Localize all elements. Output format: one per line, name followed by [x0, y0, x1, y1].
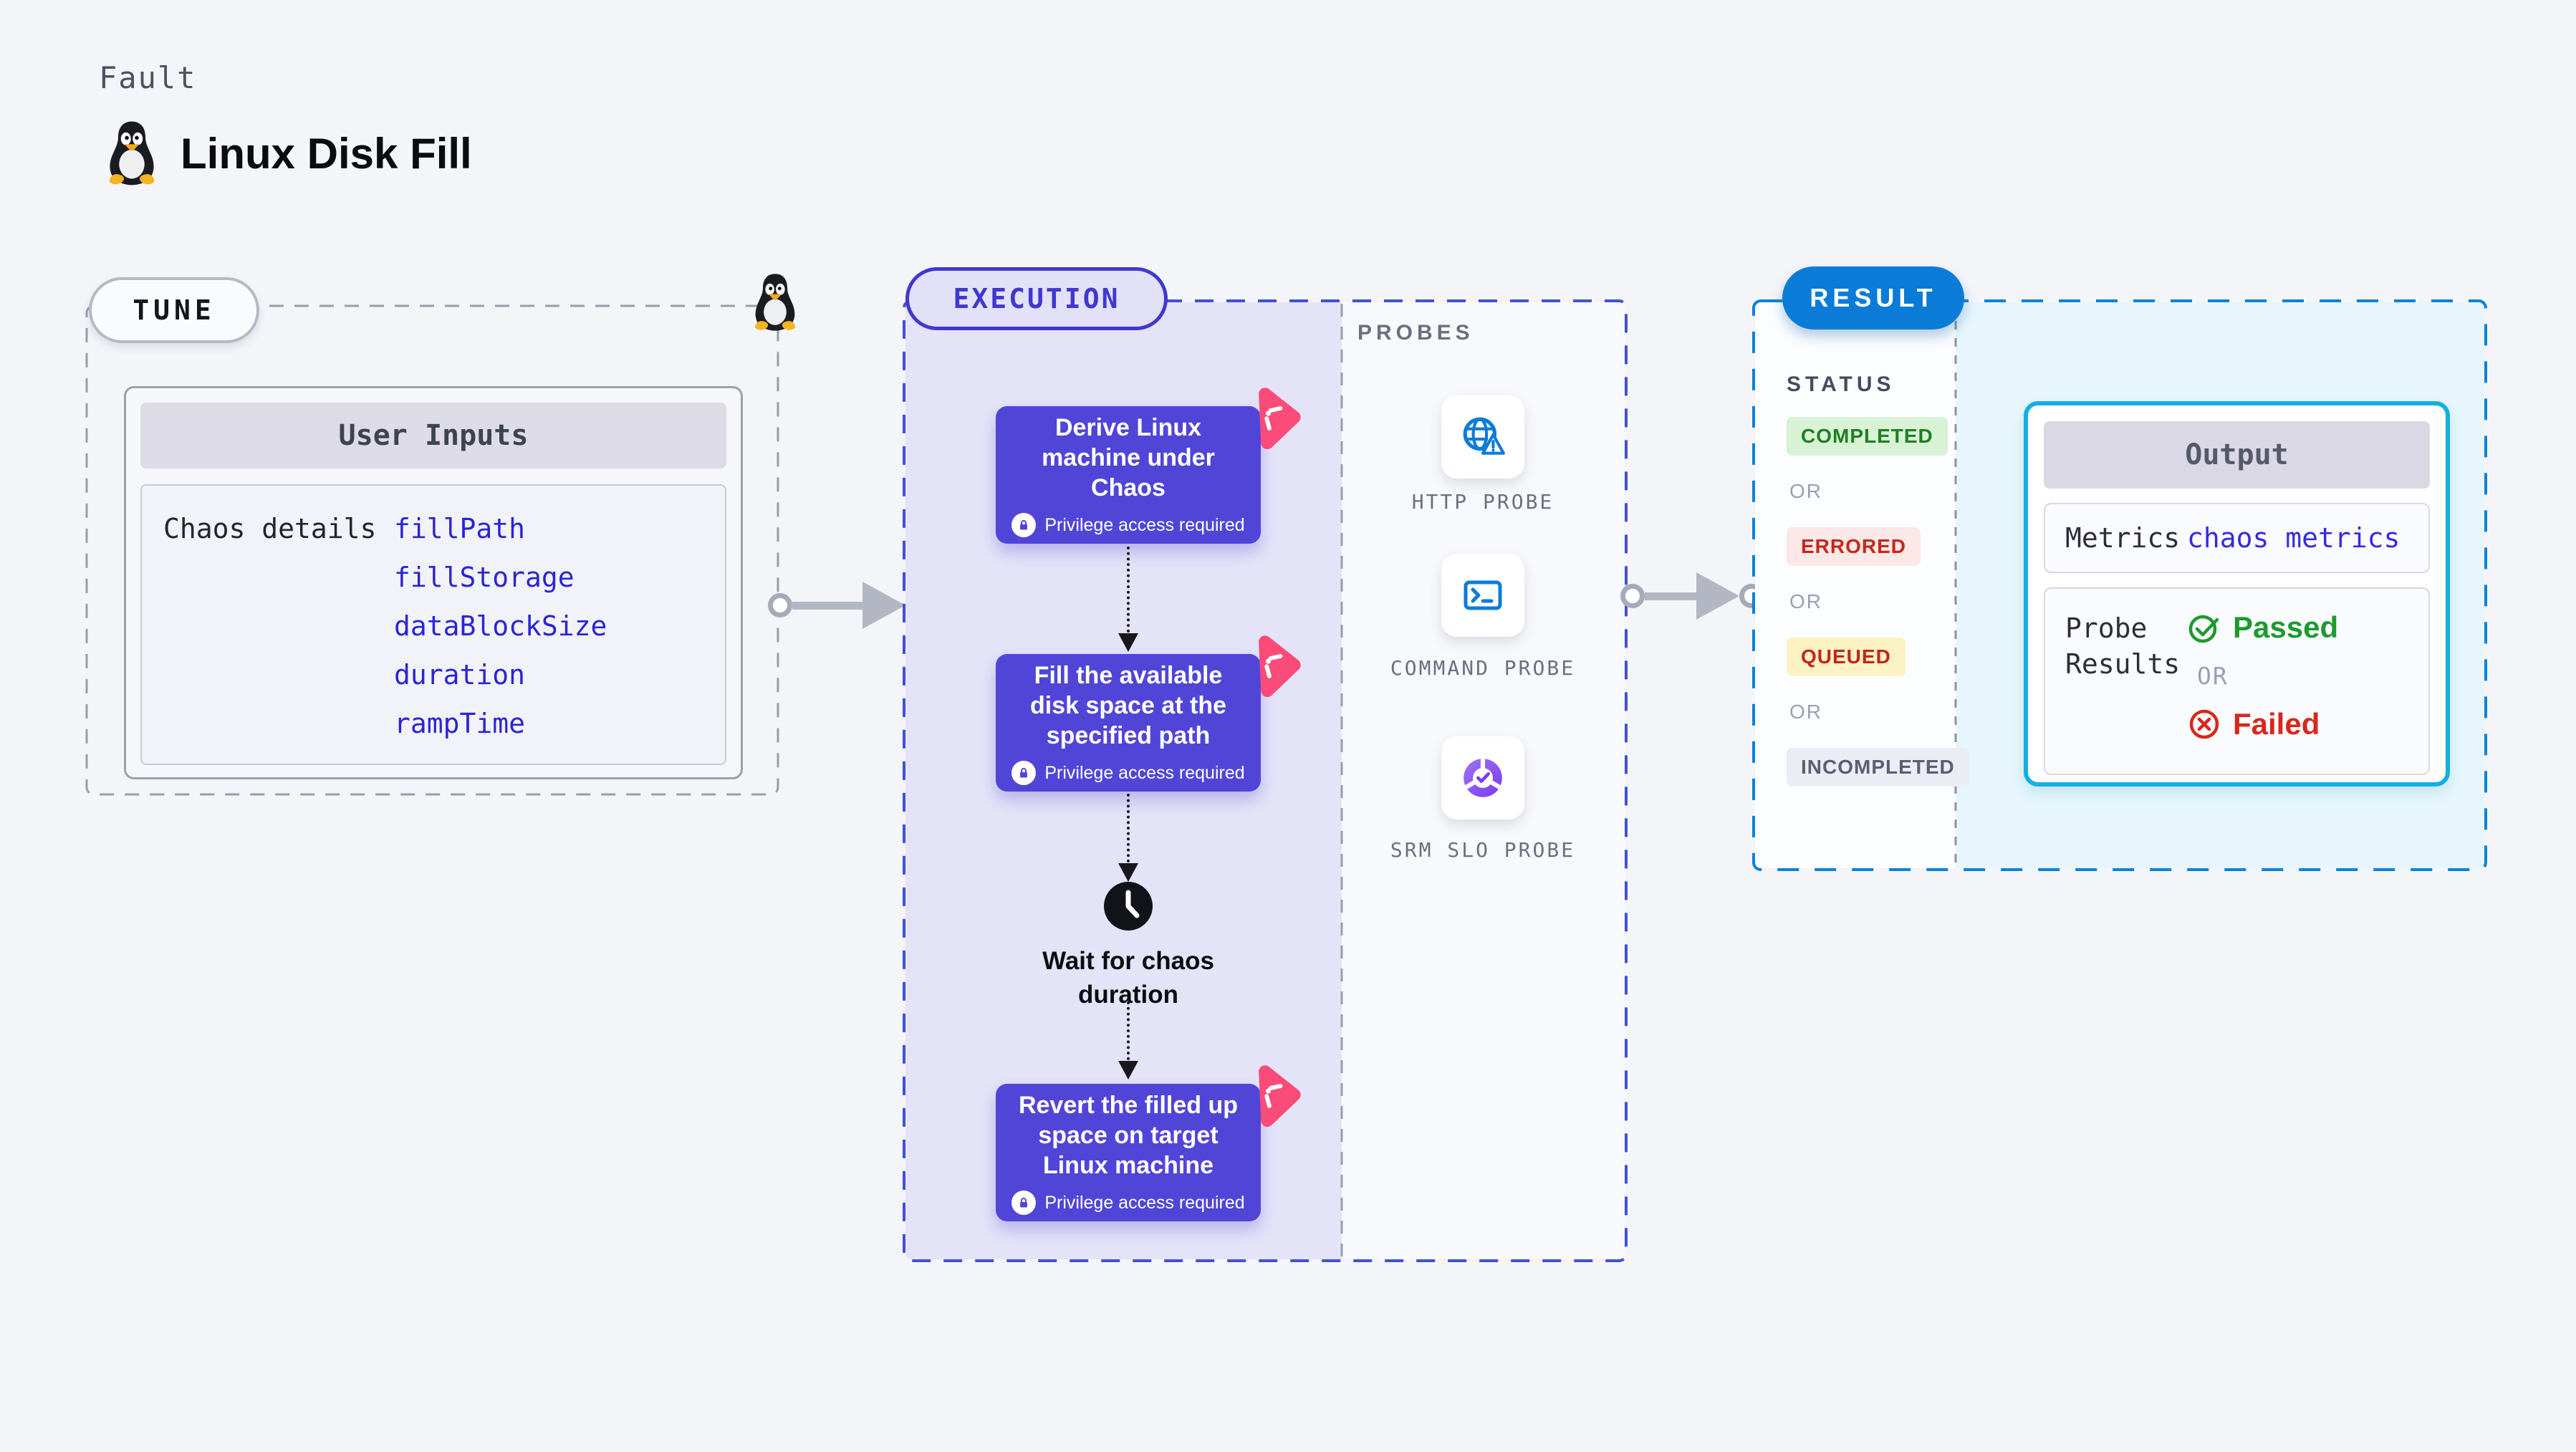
wait-duration-label: Wait for chaos duration [1042, 947, 1214, 1009]
http-probe-icon [1459, 413, 1506, 461]
command-probe-icon [1460, 572, 1506, 618]
probe-results-row: Probe Results Passed OR [2044, 587, 2430, 775]
chaos-details-values: fillPath fillStorage dataBlockSize durat… [394, 504, 607, 764]
privilege-label: Privilege access required [1044, 1192, 1245, 1213]
output-card: Output Metrics chaos metrics Probe Resul… [2024, 401, 2450, 787]
step-revert-space: Revert the filled up space on target Lin… [996, 1065, 1301, 1221]
input-datablocksize: dataBlockSize [394, 610, 607, 642]
tune-section-pill: TUNE [89, 277, 259, 343]
metrics-row: Metrics chaos metrics [2044, 503, 2430, 573]
privilege-row: Privilege access required [1011, 1191, 1245, 1215]
or-separator: OR [1789, 480, 1822, 502]
fault-eyebrow: Fault [99, 60, 197, 95]
http-probe-card [1441, 395, 1524, 479]
result-section-pill: RESULT [1782, 266, 1964, 330]
execution-to-result-arrow [1620, 572, 1764, 620]
page-title: Linux Disk Fill [181, 129, 472, 178]
step-fill-disk: Fill the available disk space at the spe… [996, 635, 1301, 792]
user-inputs-card: User Inputs Chaos details fillPath fillS… [124, 386, 743, 779]
step-title: Derive Linux machine under Chaos [1042, 414, 1215, 501]
lock-icon [1011, 1191, 1037, 1215]
tux-icon [105, 119, 159, 188]
passed-line: Passed [2187, 610, 2338, 645]
input-ramptime: rampTime [394, 708, 526, 739]
arrow-shaft [1645, 592, 1696, 600]
command-probe-card [1441, 554, 1524, 637]
arrow-head [862, 582, 905, 629]
metrics-label: Metrics [2065, 522, 2181, 554]
chaos-icon [1231, 383, 1305, 456]
flow-connector [1127, 547, 1130, 633]
flow-connector [1127, 794, 1130, 862]
result-label: RESULT [1810, 283, 1937, 312]
or-separator: OR [1789, 590, 1822, 612]
flow-arrow-head [1118, 1061, 1138, 1080]
arrow-shaft [792, 601, 862, 610]
or-separator: OR [2197, 662, 2229, 690]
step-title: Revert the filled up space on target Lin… [1018, 1092, 1239, 1179]
connector-dot [768, 593, 792, 617]
input-duration: duration [394, 659, 526, 691]
privilege-label: Privilege access required [1044, 514, 1245, 535]
status-heading: STATUS [1787, 372, 1895, 396]
chaos-details-label: Chaos details [163, 513, 377, 544]
probe-results-label: Probe Results [2065, 612, 2181, 680]
chaos-icon [1231, 630, 1305, 704]
probes-section-label: PROBES [1357, 321, 1474, 345]
page-title-row: Linux Disk Fill [105, 119, 472, 188]
srm-slo-probe-icon [1459, 754, 1506, 802]
privilege-row: Privilege access required [1011, 513, 1245, 537]
srm-slo-probe-card [1441, 736, 1524, 819]
lock-icon [1011, 513, 1037, 537]
chaos-metrics-link[interactable]: chaos metrics [2187, 522, 2400, 554]
execution-section-pill: EXECUTION [905, 267, 1168, 330]
command-probe-label: COMMAND PROBE [1390, 656, 1576, 680]
check-circle-icon [2187, 610, 2221, 645]
user-inputs-header: User Inputs [140, 403, 726, 468]
arrow-head [1696, 572, 1739, 620]
flow-arrow-head [1118, 863, 1138, 882]
clock-icon [1104, 882, 1153, 931]
step-derive-machine: Derive Linux machine under Chaos Privile… [996, 388, 1301, 544]
status-badge-incompleted: INCOMPLETED [1787, 748, 1969, 787]
connector-dot [1620, 584, 1645, 608]
user-inputs-table: Chaos details fillPath fillStorage dataB… [140, 484, 726, 765]
execution-label: EXECUTION [953, 283, 1120, 314]
probe-results-values: Passed OR Failed [2187, 610, 2338, 774]
status-list: COMPLETED OR ERRORED OR QUEUED OR INCOMP… [1787, 417, 1969, 787]
privilege-row: Privilege access required [1011, 761, 1245, 785]
input-fillpath: fillPath [394, 513, 526, 544]
flow-connector [1127, 1001, 1130, 1060]
flow-arrow-head [1118, 633, 1138, 652]
failed-line: Failed [2187, 707, 2320, 741]
passed-label: Passed [2233, 610, 2339, 644]
privilege-label: Privilege access required [1044, 762, 1245, 783]
status-badge-completed: COMPLETED [1787, 417, 1948, 456]
srm-slo-probe-label: SRM SLO PROBE [1390, 838, 1576, 862]
tux-icon-small [751, 271, 799, 334]
failed-label: Failed [2233, 707, 2320, 741]
lock-icon [1011, 761, 1037, 785]
x-circle-icon [2187, 707, 2221, 741]
output-header: Output [2044, 421, 2430, 489]
chaos-icon [1231, 1060, 1305, 1134]
or-separator: OR [1789, 701, 1822, 723]
input-fillstorage: fillStorage [394, 562, 575, 593]
status-badge-errored: ERRORED [1787, 527, 1921, 566]
tune-label: TUNE [133, 294, 216, 326]
step-title: Fill the available disk space at the spe… [1029, 662, 1226, 749]
status-badge-queued: QUEUED [1787, 638, 1905, 676]
http-probe-label: HTTP PROBE [1411, 490, 1554, 514]
